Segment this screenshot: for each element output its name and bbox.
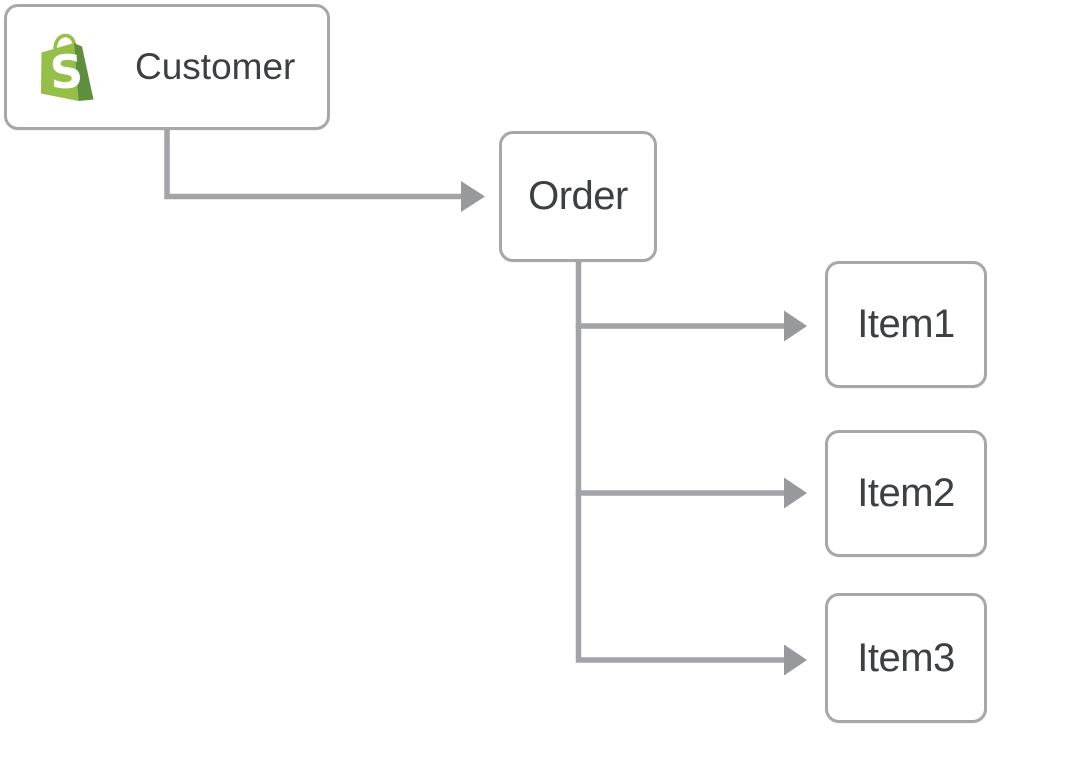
- edge-order-trunk-item3: [575, 262, 785, 663]
- node-customer: S Customer: [4, 4, 330, 130]
- edge-lines: [164, 128, 785, 663]
- node-item3: Item3: [825, 593, 987, 723]
- node-item2: Item2: [825, 430, 987, 557]
- node-label-customer: Customer: [135, 46, 296, 87]
- node-label-item3: Item3: [857, 635, 955, 680]
- node-label-item1: Item1: [857, 302, 955, 346]
- edge-customer-order: [164, 128, 462, 200]
- shopify-logo-icon: S: [41, 33, 94, 101]
- arrowhead-item3: [784, 644, 807, 676]
- arrowheads: [461, 181, 807, 676]
- node-item1: Item1: [825, 261, 987, 388]
- node-order: Order: [499, 131, 657, 262]
- shopify-s-letter: S: [49, 44, 85, 100]
- node-label-item2: Item2: [857, 471, 955, 515]
- shopify-bag-side: [74, 43, 94, 101]
- arrowhead-item1: [784, 310, 807, 342]
- arrowhead-item2: [784, 477, 807, 509]
- arrowhead-order: [461, 181, 485, 212]
- shopify-bag-front: [41, 43, 79, 101]
- node-label-order: Order: [528, 174, 628, 218]
